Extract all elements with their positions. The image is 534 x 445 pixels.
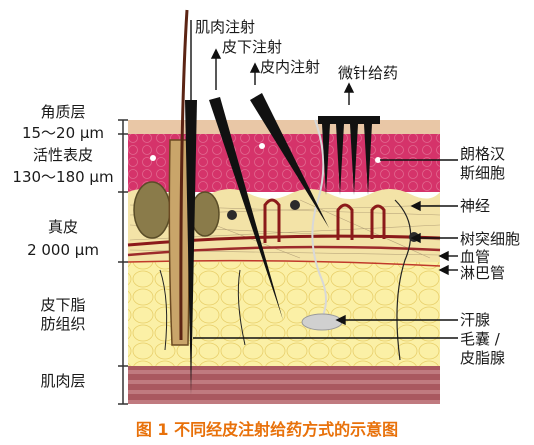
label-dermis: 真皮 — [47, 218, 78, 236]
sweat-gland — [301, 313, 343, 331]
sebaceous-gland — [133, 181, 171, 239]
lymph-vessel — [127, 259, 441, 267]
muscle-layer — [128, 366, 440, 404]
label-subcutaneous-fat: 皮下脂 肪组织 — [40, 296, 86, 333]
hair-shaft — [179, 9, 189, 341]
value-viable-epidermis: 130～180 µm — [12, 168, 114, 186]
label-muscle: 肌肉层 — [40, 372, 86, 390]
label-nerve: 神经 — [460, 197, 491, 215]
label-sweat-gland: 汗腺 — [460, 311, 491, 329]
label-langerhans: 朗格汉 斯细胞 — [460, 145, 506, 182]
blood-vessel — [127, 234, 441, 247]
sweat-duct — [311, 119, 327, 319]
figure-caption: 图 1 不同经皮注射给药方式的示意图 — [135, 420, 399, 439]
label-microneedle: 微针给药 — [338, 64, 399, 82]
label-subcutaneous: 皮下注射 — [222, 38, 283, 56]
subcutaneous-needle — [209, 97, 283, 320]
stratum-corneum-layer — [128, 120, 440, 134]
intramuscular-needle — [185, 100, 197, 395]
value-stratum-corneum: 15～20 µm — [21, 124, 105, 142]
label-pointers — [193, 159, 458, 339]
injection-arrows — [190, 20, 355, 105]
intradermal-needle — [250, 93, 329, 228]
label-intramuscular: 肌肉注射 — [195, 18, 256, 36]
value-dermis: 2 000 µm — [27, 241, 99, 259]
layer-bracket — [118, 119, 128, 405]
nerve — [394, 199, 412, 361]
capillary-loops — [263, 198, 386, 243]
label-viable-epidermis: 活性表皮 — [32, 146, 93, 164]
label-stratum-corneum: 角质层 — [40, 103, 86, 121]
label-follicle: 毛囊 / 皮脂腺 — [460, 330, 506, 367]
langerhans-cells — [150, 143, 381, 163]
hair-follicle — [168, 139, 190, 346]
blood-vessel-2 — [127, 245, 441, 257]
label-lymph: 淋巴管 — [460, 264, 506, 282]
label-blood-vessel: 血管 — [460, 248, 491, 266]
label-dendritic: 树突细胞 — [460, 230, 521, 248]
microneedle-array — [318, 116, 380, 195]
label-intradermal: 皮内注射 — [260, 58, 321, 76]
